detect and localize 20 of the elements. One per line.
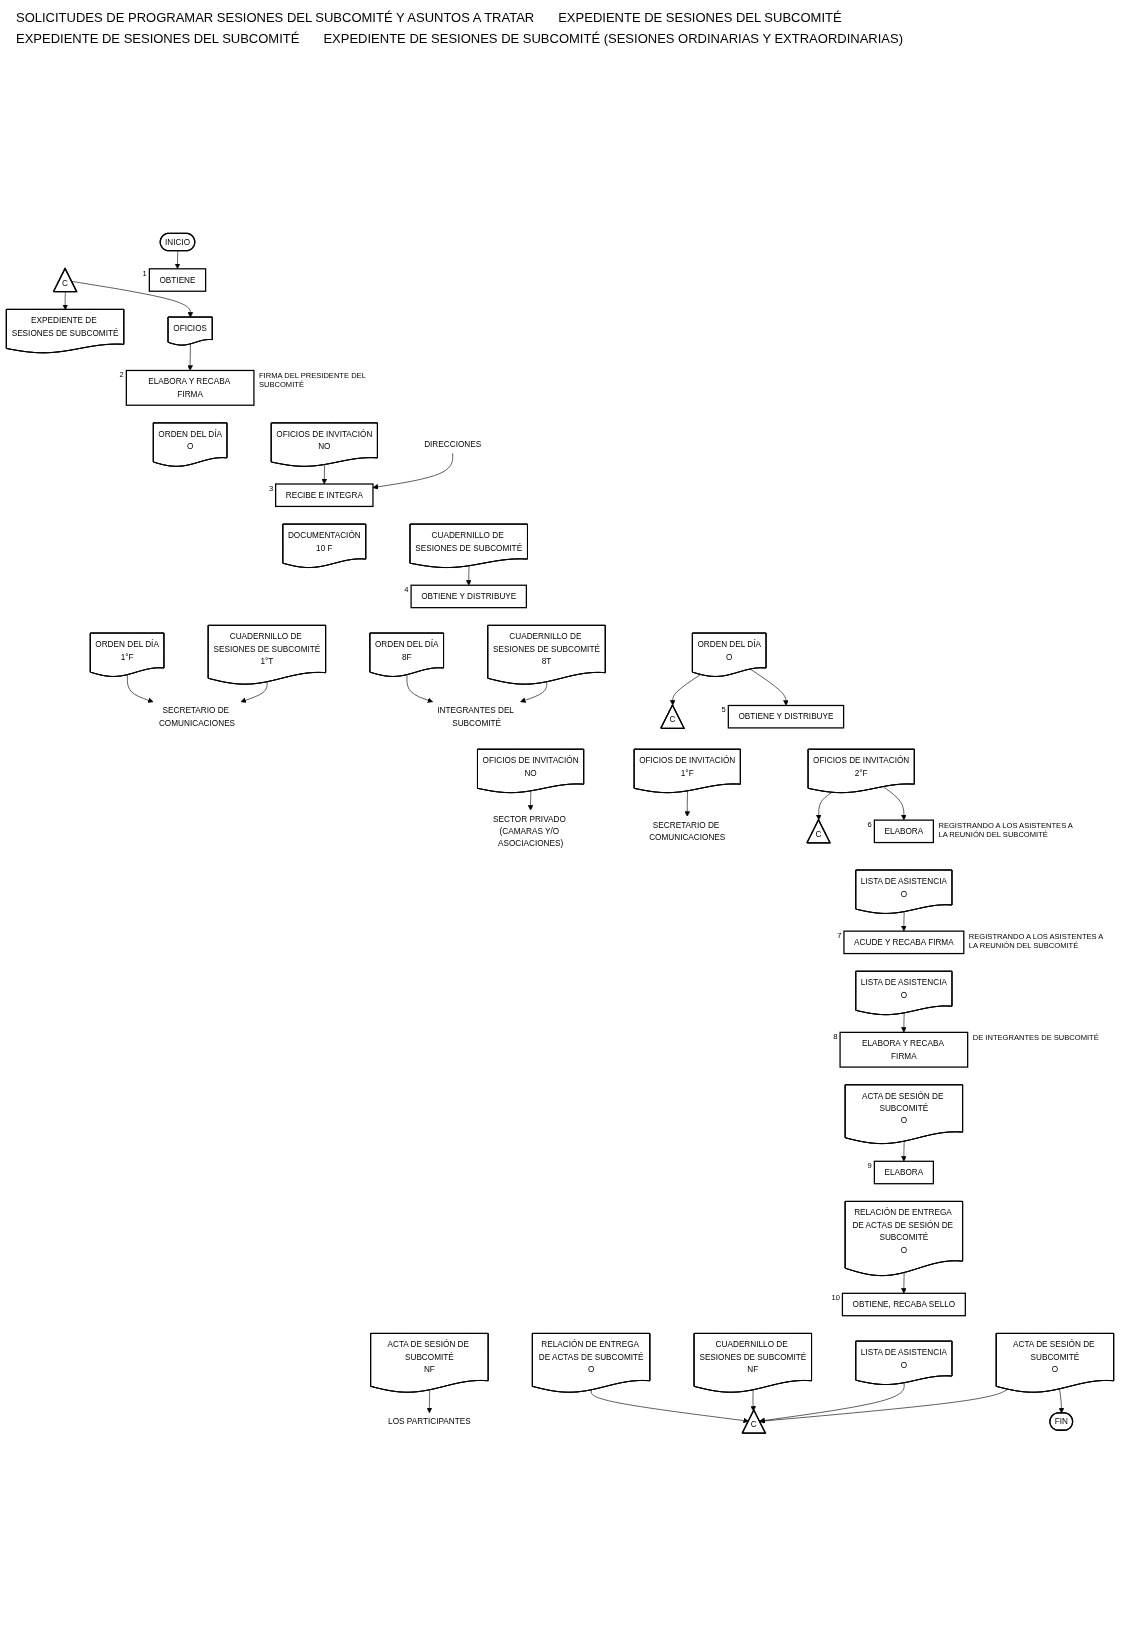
node-box: ELABORA Y RECABA FIRMA	[839, 1031, 969, 1068]
node-box: ELABORA	[873, 1160, 934, 1185]
node-text: SECTOR PRIVADO (CAMARAS Y/O ASOCIACIONES)	[493, 813, 566, 848]
node-box: OBTIENE	[148, 267, 207, 292]
node-box: ACUDE Y RECABA FIRMA	[843, 930, 965, 954]
annotation-note: EXPEDIENTE DE SESIONES DEL SUBCOMITÉ	[16, 31, 300, 46]
node-box: ELABORA Y RECABA FIRMA	[125, 369, 255, 406]
annotation-note: EXPEDIENTE DE SESIONES DE SUBCOMITÉ (SESIONES ORDINARIAS Y EXTRAORDINARIAS)	[323, 31, 903, 46]
node-box: RECIBE E INTEGRA	[275, 483, 374, 507]
node-text: INTEGRANTES DEL SUBCOMITÉ	[437, 705, 514, 728]
node-box: OBTIENE Y DISTRIBUYE	[410, 584, 527, 608]
node-text: SECRETARIO DE COMUNICACIONES	[158, 705, 236, 728]
annotation-note: EXPEDIENTE DE SESIONES DEL SUBCOMITÉ	[558, 10, 842, 25]
node-text: DIRECCIONES	[424, 439, 482, 449]
node-box: ELABORA	[873, 819, 934, 843]
node-text: LOS PARTICIPANTES	[388, 1416, 471, 1426]
annotation-note: SOLICITUDES DE PROGRAMAR SESIONES DEL SUBCOMITÉ Y ASUNTOS A TRATAR	[16, 10, 535, 25]
node-text: SECRETARIO DE COMUNICACIONES	[649, 820, 726, 842]
node-box: OBTIENE, RECABA SELLO	[841, 1292, 966, 1317]
node-box: OBTIENE Y DISTRIBUYE	[727, 704, 845, 729]
